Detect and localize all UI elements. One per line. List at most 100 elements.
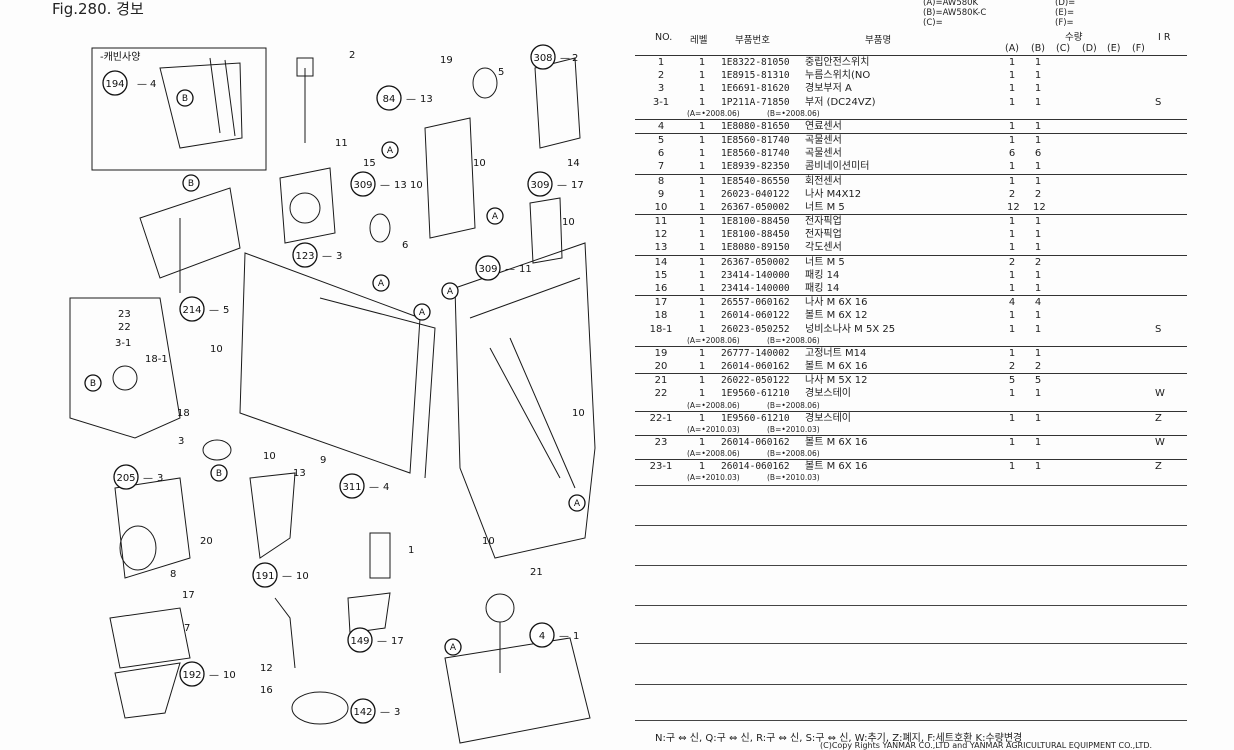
svg-text:16: 16 (260, 685, 273, 696)
row-part-name: 패킹 14 (805, 269, 840, 281)
row-no: 15 (654, 269, 668, 281)
svg-text:—: — (209, 305, 219, 316)
svg-text:309: 309 (353, 180, 372, 191)
svg-text:205: 205 (116, 473, 135, 484)
row-level: 1 (698, 347, 706, 359)
row-qty-a: 1 (1008, 120, 1016, 132)
svg-text:10: 10 (210, 344, 223, 355)
fuel-sensor (485, 593, 515, 623)
header-qty: 수량 (1065, 32, 1083, 43)
row-part-name: 중립안전스위치 (805, 57, 870, 68)
header-no: NO. (655, 32, 673, 43)
row-part-number: 1E8560-81740 (721, 134, 790, 146)
svg-text:13: 13 (420, 94, 433, 105)
svg-text:A: A (447, 287, 454, 297)
row-date-note: (A=•2008.06)(B=•2008.06) (635, 401, 1187, 411)
row-no: 18-1 (649, 323, 673, 335)
callout-214: 214— 5 (179, 296, 229, 322)
row-part-name: 각도센서 (805, 242, 842, 254)
row-no: 1 (657, 57, 665, 68)
revision-legend: N:구 ⇔ 신, Q:구 ⇔ 신, R:구 ⇔ 신, S:구 ⇔ 신, W:추기… (655, 733, 1023, 744)
row-qty-a: 1 (1008, 175, 1016, 187)
row-level: 1 (698, 229, 706, 241)
row-qty-a: 1 (1008, 229, 1016, 241)
row-part-number: 1E8915-81310 (721, 70, 790, 82)
row-no: 3 (657, 83, 665, 95)
bracket-191 (249, 472, 296, 559)
row-no: 6 (657, 148, 665, 160)
row-date-note: (A=•2010.03)(B=•2010.03) (635, 425, 1187, 435)
svg-text:11: 11 (335, 138, 348, 149)
row-qty-a: 1 (1008, 57, 1016, 68)
svg-text:A: A (387, 146, 394, 156)
model-e: (E)= (1055, 8, 1075, 18)
row-qty-b: 1 (1034, 134, 1042, 146)
row-part-number: 1E6691-81620 (721, 83, 790, 95)
row-level: 1 (698, 269, 706, 281)
row-qty-a: 1 (1008, 70, 1016, 82)
callout-311: 311— 4 (339, 473, 389, 499)
row-qty-a: 1 (1008, 460, 1016, 472)
row-qty-b: 6 (1034, 148, 1042, 160)
row-qty-a: 1 (1008, 134, 1016, 146)
row-part-number: 1E9560-61210 (721, 412, 790, 424)
housing-205 (114, 477, 191, 579)
svg-text:—: — (377, 636, 387, 647)
header-col-d: (D) (1082, 43, 1097, 54)
svg-text:3: 3 (157, 473, 163, 484)
row-level: 1 (698, 148, 706, 160)
svg-text:—: — (369, 482, 379, 493)
row-level: 1 (698, 436, 706, 448)
svg-text:194: 194 (105, 79, 124, 90)
svg-text:A: A (450, 643, 457, 653)
svg-text:309: 309 (478, 264, 497, 275)
callout-192: 192— 10 (179, 661, 236, 687)
svg-text:4: 4 (150, 79, 156, 90)
callout-191: 191— 10 (252, 562, 309, 588)
stay-214 (139, 187, 241, 293)
row-level: 1 (698, 460, 706, 472)
row-ir: Z (1155, 412, 1162, 424)
svg-text:—: — (380, 180, 390, 191)
row-no: 17 (654, 297, 668, 309)
row-qty-b: 1 (1034, 96, 1042, 108)
row-ir: Z (1155, 460, 1162, 472)
row-level: 1 (698, 161, 706, 173)
svg-text:4: 4 (539, 631, 545, 642)
row-part-number: 26367-050002 (721, 201, 790, 213)
svg-text:19: 19 (440, 55, 453, 66)
row-part-number: 26014-060162 (721, 360, 790, 372)
svg-text:309: 309 (530, 180, 549, 191)
callout-308: 308— 2 (530, 44, 578, 70)
header-name: 부품명 (865, 35, 892, 46)
svg-text:—: — (209, 670, 219, 681)
row-date-note: (A=•2008.06)(B=•2008.06) (635, 336, 1187, 346)
row-level: 1 (698, 120, 706, 132)
svg-text:5: 5 (498, 67, 504, 78)
svg-text:A: A (378, 279, 385, 289)
row-qty-a: 1 (1008, 347, 1016, 359)
svg-text:84: 84 (383, 94, 396, 105)
row-no: 18 (654, 310, 668, 322)
row-part-number: 26023-050252 (721, 323, 790, 335)
row-part-name: 경보부저 A (805, 83, 852, 95)
row-part-number: 26023-040122 (721, 188, 790, 200)
svg-text:13: 13 (394, 180, 407, 191)
row-no: 22-1 (649, 412, 673, 424)
svg-text:3: 3 (178, 436, 184, 447)
svg-text:—: — (406, 94, 416, 105)
blank-rule (635, 643, 1187, 644)
note-b: (B=•2010.03) (767, 424, 820, 434)
svg-text:5: 5 (223, 305, 229, 316)
